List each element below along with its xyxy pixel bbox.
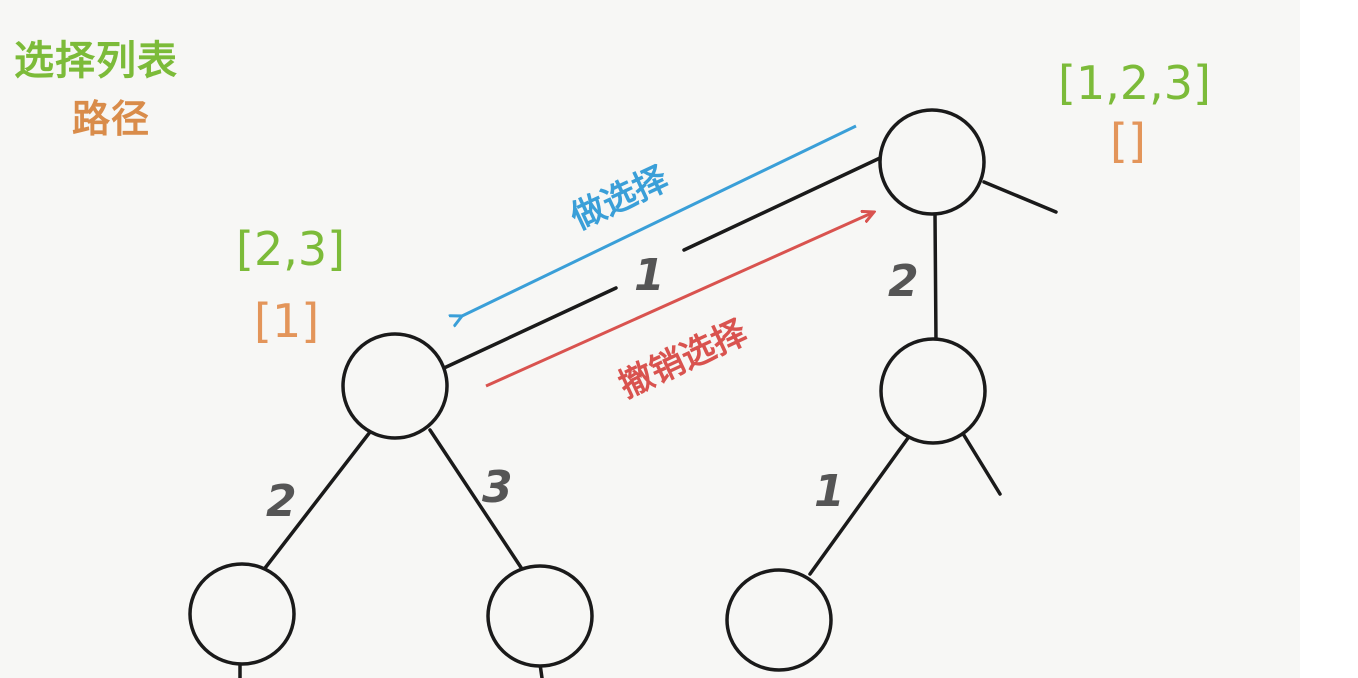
edge-label-right-rl: 1 [814,466,845,517]
node-right-left [725,568,833,672]
root-path-label: [] [1110,114,1146,168]
edge-label-left-lr: 3 [482,462,513,513]
edge-label-root-right: 2 [888,256,919,307]
left-path-label: [1] [254,294,320,348]
edge-label-left-ll: 2 [266,476,297,527]
edge-right-stub [960,430,1002,496]
node-root [878,108,986,216]
edge-right-rl [808,436,910,576]
make-choice-arrow [462,124,857,316]
undo-choice-label: 撤销选择 [613,312,754,406]
edge-left-ll [260,430,372,574]
edge-left-lr [428,428,526,574]
node-left-left [188,562,296,666]
undo-choice-arrow [485,212,874,388]
node-left [341,332,449,440]
root-choices-label: [1,2,3] [1058,56,1211,110]
edge-root-left-upper [682,156,882,252]
node-left-right [486,564,594,668]
make-choice-label: 做选择 [564,158,675,238]
edge-root-stub [982,180,1058,214]
edge-root-left-lower [442,286,618,370]
page-margin [1300,0,1358,678]
legend-choices-label: 选择列表 [14,38,178,84]
legend-path-label: 路径 [72,97,151,141]
left-choices-label: [2,3] [236,222,346,276]
edge-label-root-left: 1 [634,250,665,301]
node-right [879,337,987,445]
edge-root-right [933,212,938,344]
